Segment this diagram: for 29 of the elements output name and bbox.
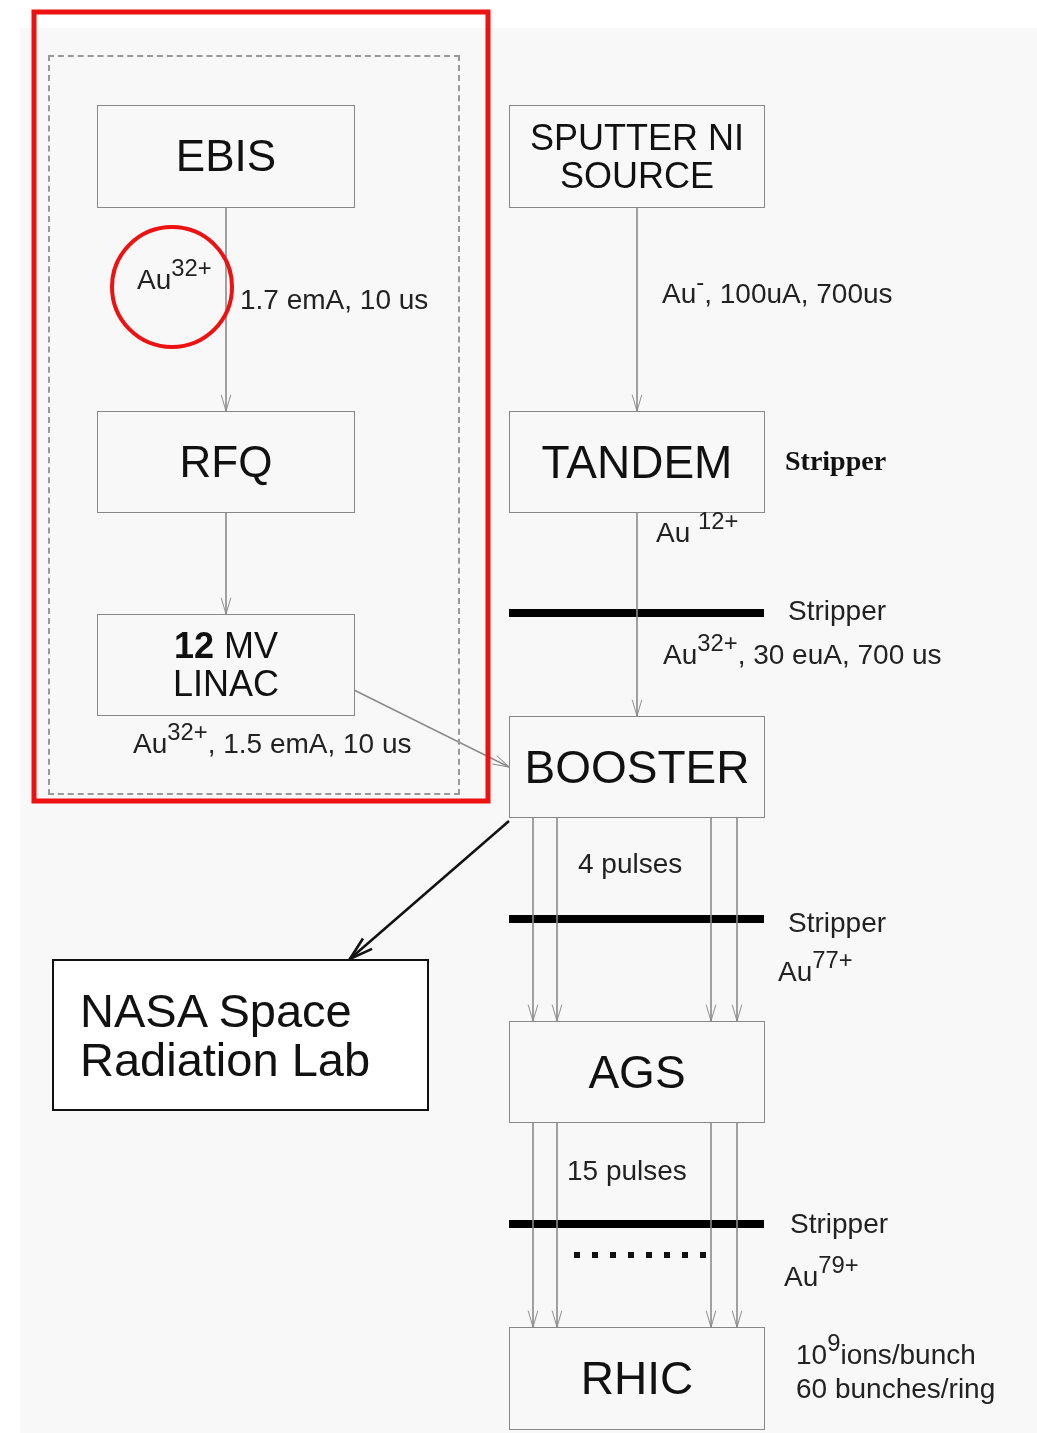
arrow — [348, 820, 510, 961]
beam-label: 1.7 emA, 10 us — [240, 283, 429, 317]
box-label: EBIS — [175, 133, 277, 180]
box-label: RHIC — [580, 1354, 694, 1403]
dashed-group-frame — [48, 55, 460, 795]
box-label: 12 MV LINAC — [172, 627, 280, 703]
arrow — [354, 689, 510, 768]
box-label: BOOSTER — [524, 742, 750, 792]
process-box — [509, 105, 765, 208]
beam-label: 4 pulses — [578, 847, 683, 881]
box-label: RFQ — [179, 438, 273, 486]
process-box — [509, 411, 765, 513]
box-label: TANDEM — [541, 437, 733, 487]
beam-label: 15 pulses — [567, 1154, 687, 1188]
box-label: AGS — [588, 1047, 686, 1097]
beam-label: Au$^{-}$, 100uA, 700us — [662, 277, 893, 311]
process-box — [509, 1021, 765, 1123]
beam-label: Stripper — [788, 594, 887, 628]
process-box — [97, 411, 355, 513]
process-box — [509, 716, 765, 818]
process-box — [97, 614, 355, 716]
process-box — [97, 105, 355, 208]
box-label: NASA Space Radiation Lab — [80, 985, 372, 1085]
beam-label: Stripper — [788, 906, 887, 940]
stripper-label: Stripper — [785, 444, 887, 478]
box-label: SPUTTER NI SOURCE — [529, 118, 745, 195]
beam-label: Stripper — [790, 1207, 889, 1241]
process-box — [509, 1327, 765, 1430]
process-box — [52, 959, 429, 1111]
